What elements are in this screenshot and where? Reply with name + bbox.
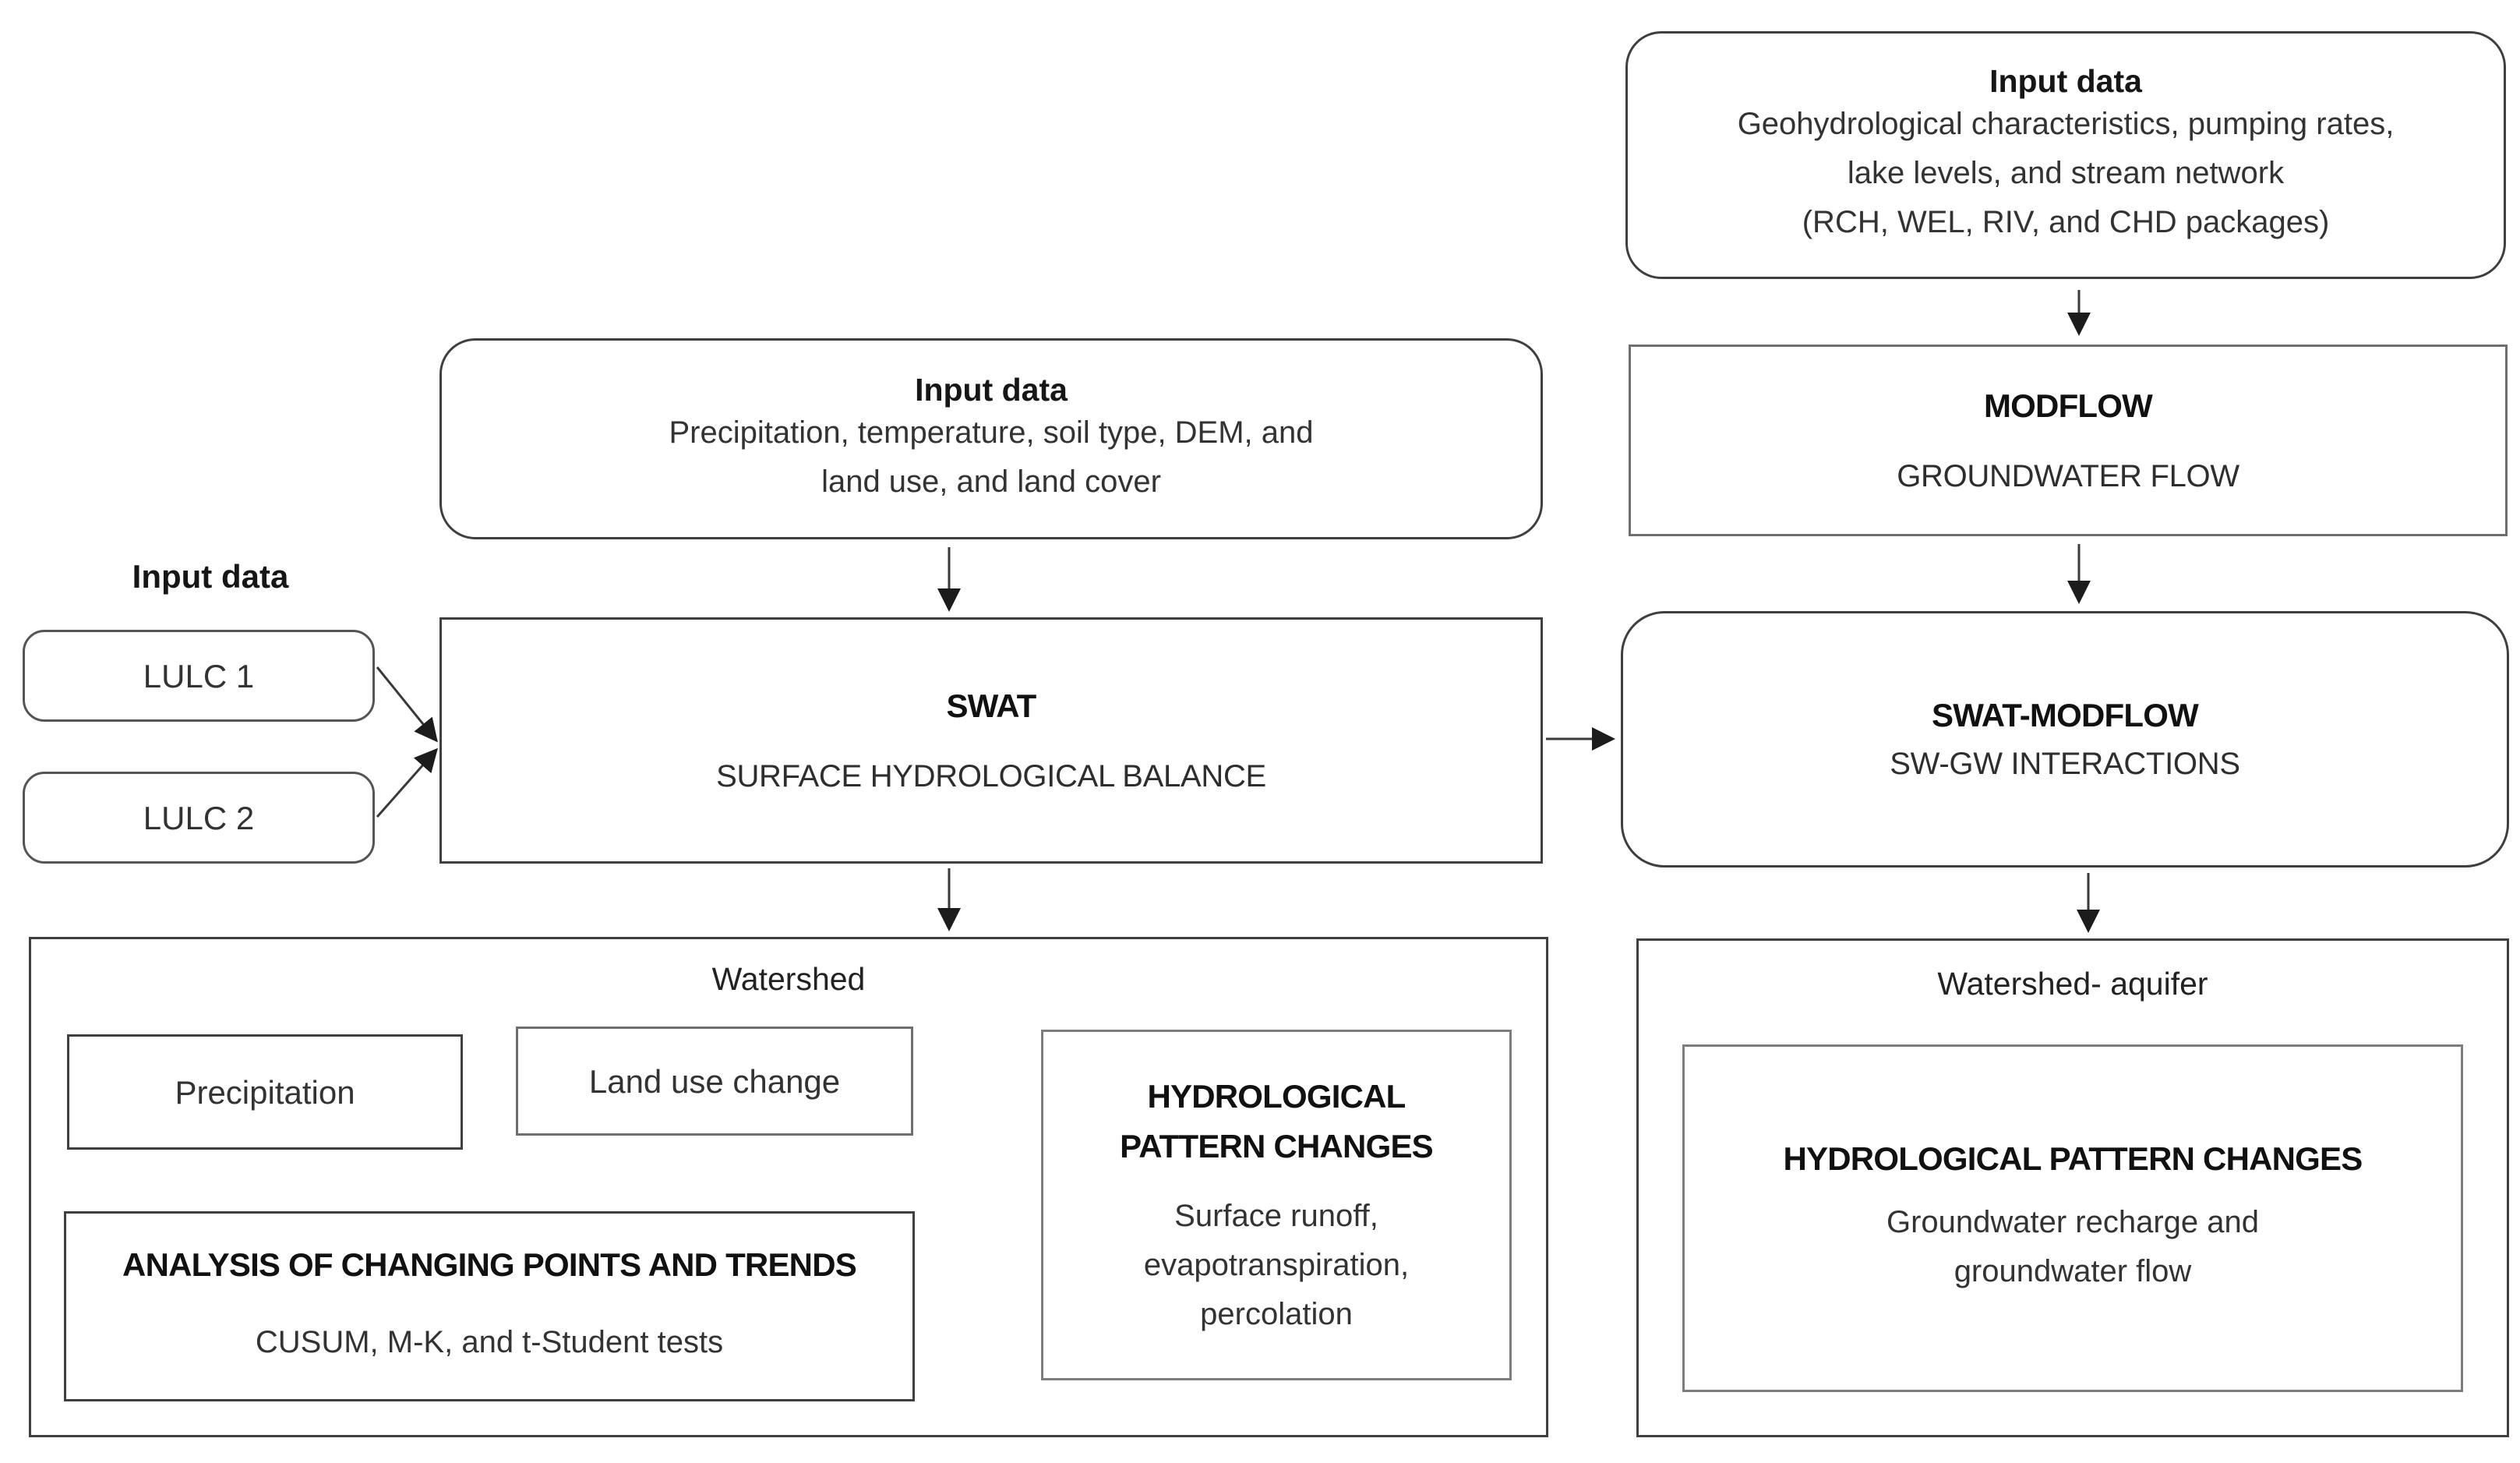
- node-input-data-surfacewater: Input data Precipitation, temperature, s…: [439, 338, 1543, 539]
- input-gw-title: Input data: [1989, 63, 2142, 99]
- node-land-use-change: Land use change: [516, 1027, 913, 1136]
- input-gw-line-2: lake levels, and stream network: [1847, 156, 2285, 190]
- hpc-sw-line-3: percolation: [1200, 1296, 1353, 1331]
- input-gw-line-3: (RCH, WEL, RIV, and CHD packages): [1802, 205, 2330, 239]
- input-gw-line-1: Geohydrological characteristics, pumping…: [1737, 107, 2395, 141]
- node-precipitation: Precipitation: [67, 1034, 463, 1150]
- input-sw-line-1: Precipitation, temperature, soil type, D…: [669, 415, 1314, 450]
- swat-modflow-title: SWAT-MODFLOW: [1932, 697, 2199, 733]
- swat-modflow-subtitle: SW-GW INTERACTIONS: [1890, 747, 2240, 781]
- lulc1-label: LULC 1: [143, 657, 255, 694]
- hpc-gw-line-2: groundwater flow: [1954, 1254, 2192, 1288]
- hpc-gw-line-1: Groundwater recharge and: [1886, 1205, 2260, 1239]
- analysis-subtitle: CUSUM, M-K, and t-Student tests: [255, 1324, 724, 1359]
- hpc-sw-line-1: Surface runoff,: [1174, 1198, 1378, 1233]
- left-input-data-label: Input data: [132, 558, 289, 595]
- node-lulc1: LULC 1: [23, 630, 375, 722]
- input-sw-title: Input data: [915, 371, 1068, 408]
- watershed-title: Watershed: [711, 961, 866, 997]
- swat-subtitle: SURFACE HYDROLOGICAL BALANCE: [716, 758, 1266, 793]
- group-watershed: Watershed Precipitation Land use change …: [29, 937, 1548, 1437]
- node-hpc-surface: HYDROLOGICAL PATTERN CHANGES Surface run…: [1041, 1030, 1512, 1380]
- input-sw-line-2: land use, and land cover: [821, 464, 1161, 499]
- node-swat-modflow: SWAT-MODFLOW SW-GW INTERACTIONS: [1621, 611, 2509, 868]
- node-modflow: MODFLOW GROUNDWATER FLOW: [1629, 345, 2508, 536]
- swat-title: SWAT: [946, 687, 1036, 724]
- lulc2-label: LULC 2: [143, 799, 255, 836]
- node-analysis-changing-points: ANALYSIS OF CHANGING POINTS AND TRENDS C…: [64, 1211, 915, 1401]
- arrow-lulc1-to-swat-icon: [376, 666, 438, 743]
- node-swat: SWAT SURFACE HYDROLOGICAL BALANCE: [439, 617, 1543, 864]
- node-lulc2: LULC 2: [23, 772, 375, 864]
- node-input-data-groundwater: Input data Geohydrological characteristi…: [1625, 31, 2506, 279]
- node-hpc-groundwater: HYDROLOGICAL PATTERN CHANGES Groundwater…: [1682, 1044, 2463, 1392]
- hpc-sw-title-line-2: PATTERN CHANGES: [1120, 1127, 1434, 1164]
- group-watershed-aquifer: Watershed- aquifer HYDROLOGICAL PATTERN …: [1636, 938, 2509, 1437]
- analysis-title: ANALYSIS OF CHANGING POINTS AND TRENDS: [122, 1246, 857, 1283]
- modflow-title: MODFLOW: [1983, 387, 2153, 424]
- land-use-change-label: Land use change: [588, 1062, 841, 1100]
- hpc-gw-title: HYDROLOGICAL PATTERN CHANGES: [1783, 1140, 2363, 1177]
- hpc-sw-line-2: evapotranspiration,: [1143, 1247, 1410, 1282]
- modflow-subtitle: GROUNDWATER FLOW: [1897, 458, 2239, 493]
- precipitation-label: Precipitation: [175, 1073, 355, 1111]
- arrow-lulc2-to-swat-icon: [376, 747, 438, 818]
- hpc-sw-title-line-1: HYDROLOGICAL: [1147, 1077, 1406, 1115]
- watershed-aquifer-title: Watershed- aquifer: [1937, 966, 2208, 1002]
